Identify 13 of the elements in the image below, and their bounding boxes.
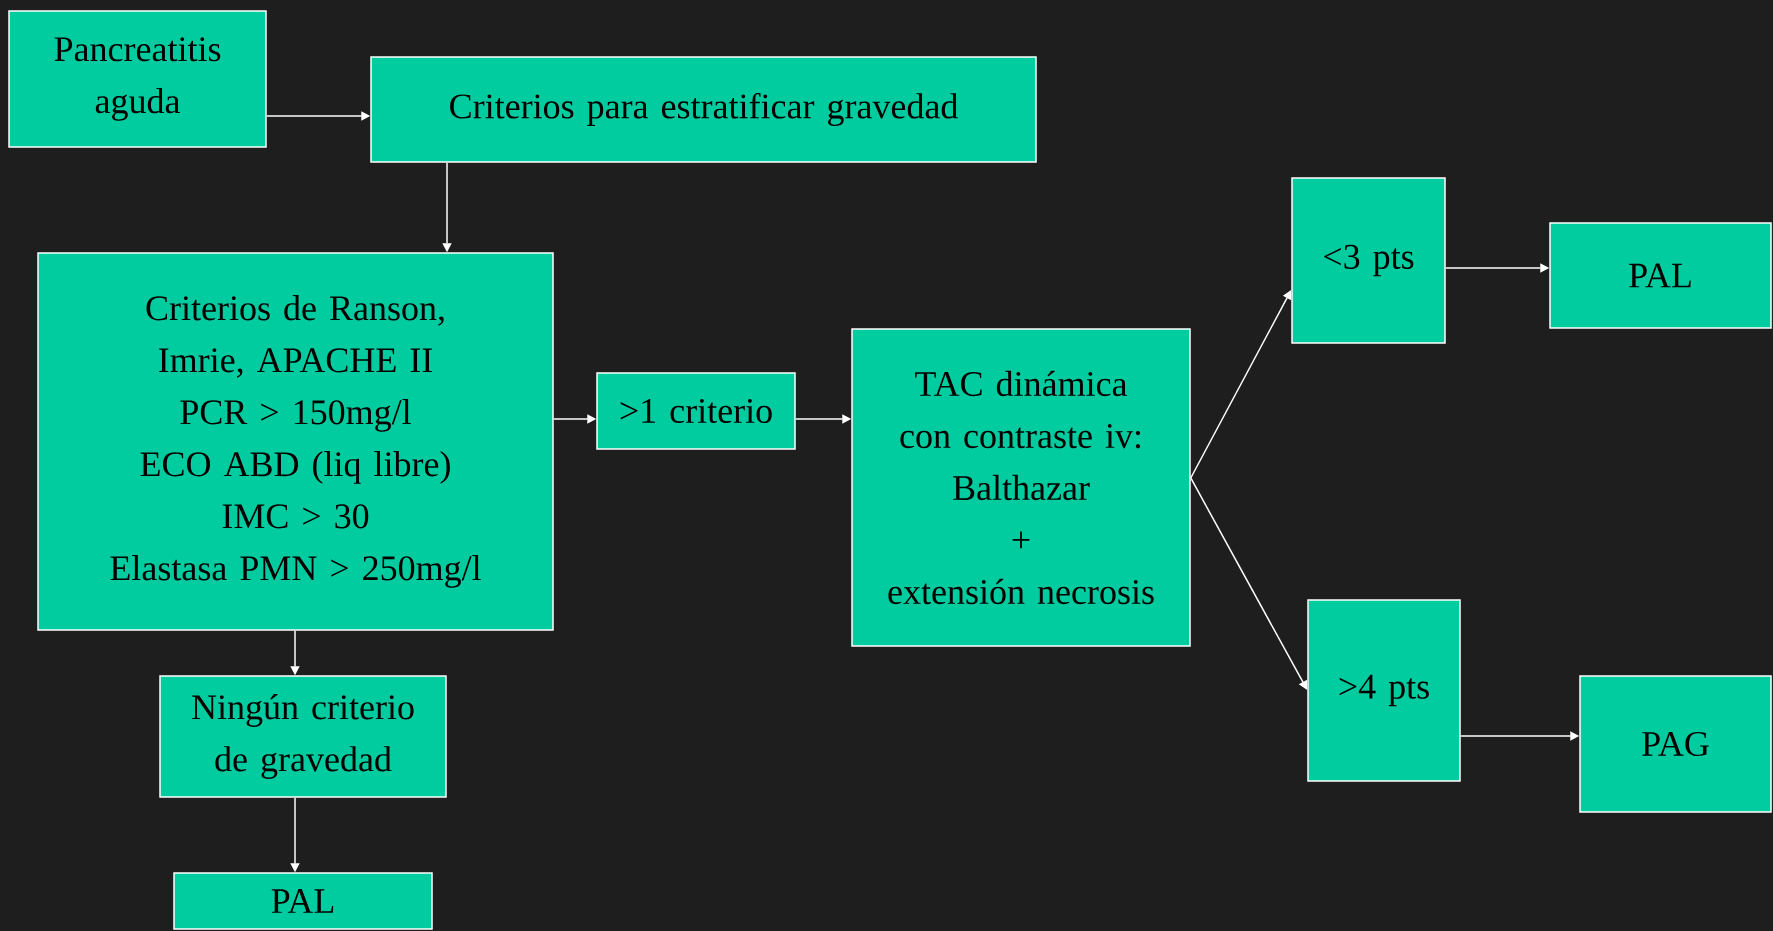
arrow (1190, 290, 1292, 479)
process-box: PAL (173, 872, 433, 930)
process-box: Ningún criterio de gravedad (159, 675, 447, 798)
process-box: Criterios para estratificar gravedad (370, 56, 1037, 163)
process-box: <3 pts (1291, 177, 1446, 344)
process-box: >1 criterio (596, 372, 796, 450)
process-box: >4 pts (1307, 599, 1461, 782)
process-box: PAL (1549, 222, 1772, 329)
process-box: Pancreatitis aguda (8, 10, 267, 148)
process-box: Criterios de Ranson, Imrie, APACHE II PCR > 150mg/l ECO ABD (liq libre) IMC > 30 Elastasa PMN > 250mg/l (37, 252, 554, 631)
process-box: PAG (1579, 675, 1772, 813)
arrow (1190, 477, 1308, 690)
process-box: TAC dinámica con contraste iv: Balthazar + extensión necrosis (851, 328, 1191, 647)
